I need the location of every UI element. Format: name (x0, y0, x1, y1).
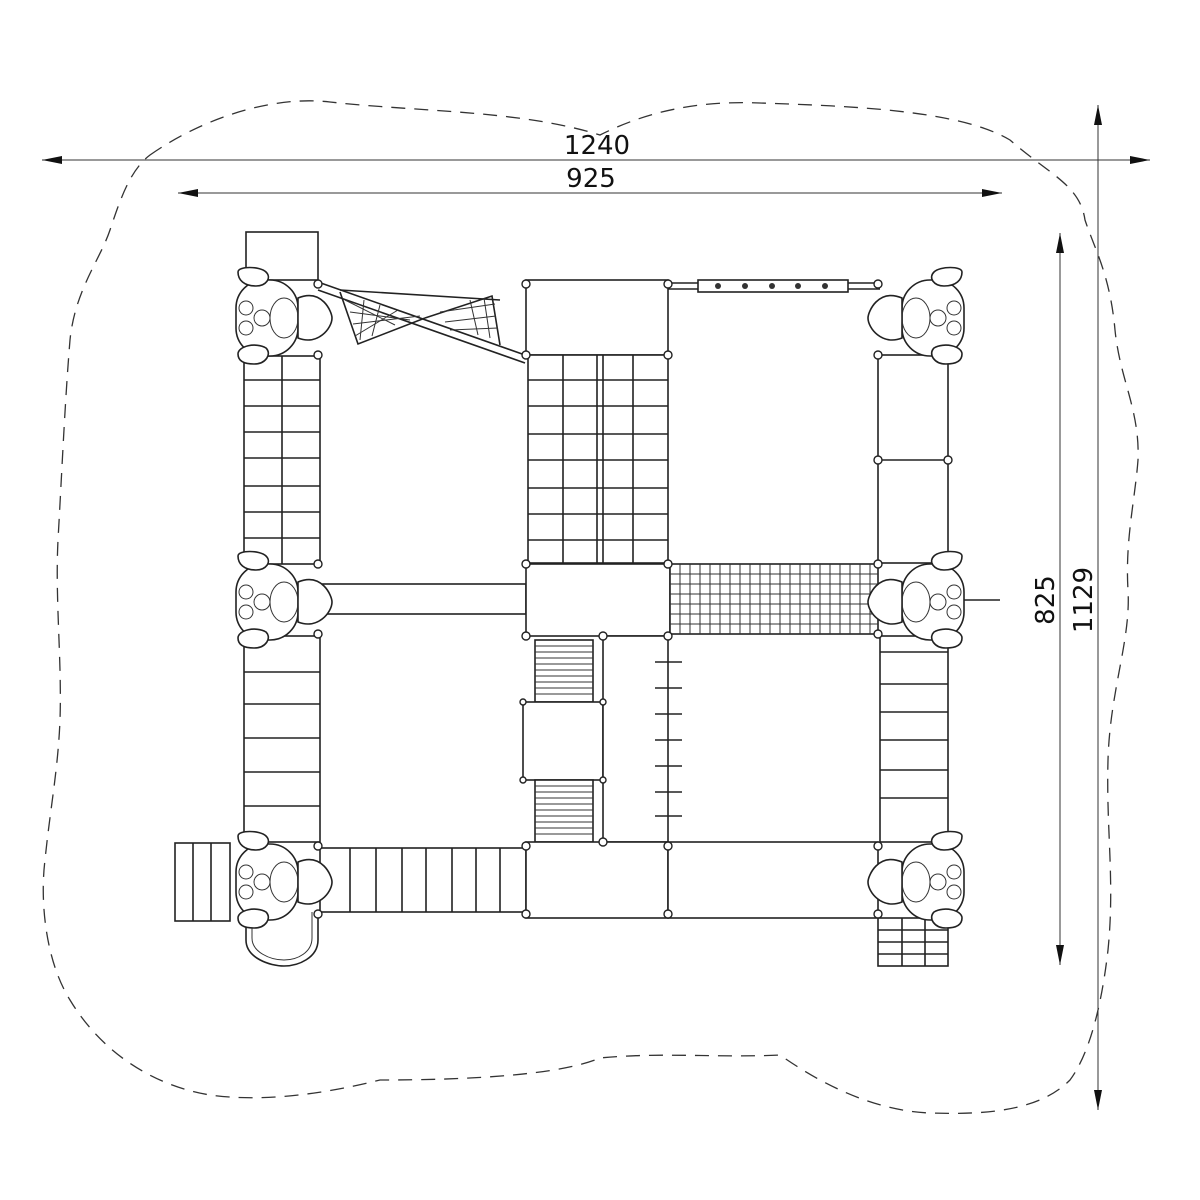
dimension-overall-depth: 1129 (1069, 105, 1102, 1110)
center-middle-deck (525, 563, 671, 640)
bottom-right-deck (667, 841, 879, 919)
tower-bottom-left (235, 830, 333, 929)
middle-tube-bridge (319, 583, 527, 615)
diagonal-rope-traverse (317, 281, 526, 364)
left-upper-grid-panel (243, 355, 321, 565)
center-stairs-lower (534, 779, 594, 843)
right-lower-ladder-bridge (879, 635, 949, 843)
bottom-center-deck (525, 841, 669, 919)
dimension-structure-width: 925 (178, 164, 1002, 197)
structure-width-label: 925 (566, 164, 616, 194)
center-stair-landing (522, 701, 604, 781)
right-upper-climbing-frame (877, 354, 949, 564)
tower-top-right (867, 266, 965, 365)
left-lower-ladder-bridge (243, 635, 321, 843)
tower-middle-right (867, 550, 965, 649)
dimension-overall-width: 1240 (42, 131, 1150, 164)
overall-width-label: 1240 (564, 131, 630, 161)
dimension-structure-depth: 825 (1031, 233, 1064, 965)
bottom-left-curved-exit (245, 912, 319, 967)
overall-depth-label: 1129 (1069, 567, 1099, 633)
center-lower-rung-corridor (602, 635, 682, 843)
bottom-right-exit-ladder (877, 917, 949, 967)
bottom-left-side-deck (174, 842, 231, 922)
bottom-ladder-bridge (319, 847, 527, 913)
cargo-net-bridge (669, 563, 879, 635)
tower-top-left (235, 266, 333, 365)
center-upper-grid-panel (527, 354, 669, 564)
tower-bottom-right (867, 830, 965, 929)
center-top-deck (525, 279, 669, 356)
top-rope-bridge (668, 279, 880, 293)
structure-depth-label: 825 (1031, 575, 1061, 625)
tower-middle-left (235, 550, 333, 649)
center-stairs-upper (534, 639, 594, 703)
structure-posts (313, 279, 953, 919)
